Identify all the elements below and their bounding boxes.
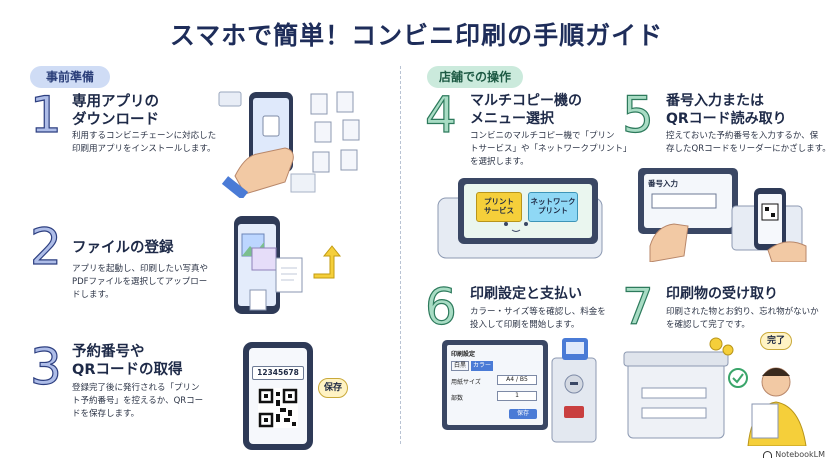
step-6-number: 6 <box>424 278 457 336</box>
step-7-illustration: 完了 <box>620 330 816 446</box>
phone-icon <box>249 92 293 172</box>
network-print-button[interactable]: ネットワーク プリント <box>528 192 578 222</box>
qr-code-icon <box>258 388 298 428</box>
step-2-description: アプリを起動し、印刷したい写真や PDFファイルを選択してアップロー ドします。 <box>72 264 209 301</box>
step-5-number: 5 <box>621 86 654 144</box>
save-settings-button[interactable]: 保存 <box>509 409 537 419</box>
completion-badge: 完了 <box>760 332 792 350</box>
copies-stepper[interactable]: 1 <box>497 391 537 401</box>
section-label-store: 店舗での操作 <box>427 66 523 88</box>
step-1-number: 1 <box>29 86 62 144</box>
number-input-label: 番号入力 <box>648 179 678 188</box>
step-6-title: 印刷設定と支払い <box>470 286 582 302</box>
step-2-illustration <box>234 216 342 314</box>
reservation-number: 12345678 <box>252 366 304 380</box>
step-3-number: 3 <box>29 338 62 396</box>
copies-label: 部数 <box>451 395 464 402</box>
photo-icon <box>241 233 277 271</box>
coin-slot-icon <box>551 338 597 443</box>
step-7-number: 7 <box>621 278 654 336</box>
mono-option[interactable]: 白黒 <box>451 361 469 371</box>
paper-size-label: 用紙サイズ <box>451 379 481 386</box>
step-4-number: 4 <box>424 86 457 144</box>
step-1-description: 利用するコンビニチェーンに対応した 印刷用アプリをインストールします。 <box>72 131 217 155</box>
step-6-illustration: 印刷設定 白黒 カラー 用紙サイズ A4 / B5 部数 1 保存 <box>442 336 600 446</box>
document-icon <box>310 91 360 173</box>
step-3-title: 予約番号や QRコードの取得 <box>72 344 183 379</box>
page-title: スマホで簡単！コンビニ印刷の手順ガイド <box>169 21 664 50</box>
step-4-title: マルチコピー機の メニュー選択 <box>470 93 582 127</box>
step-4-description: コンビニのマルチコピー機で「プリン トサービス」や「ネットワークプリント」 を選… <box>470 131 632 168</box>
step-5-title: 番号入力または QRコード読み取り <box>666 93 787 127</box>
step-4-illustration: プリント サービス ネットワーク プリント <box>432 170 608 264</box>
copier-person-icon <box>623 337 807 446</box>
step-7-description: 印刷された物とお釣り、忘れ物がないか を確認して完了です。 <box>666 307 819 331</box>
footer: NotebookLM <box>763 450 825 459</box>
step-3-phone: 12345678 <box>243 342 313 450</box>
section-label-preparation: 事前準備 <box>30 66 110 88</box>
footer-brand: NotebookLM <box>775 450 825 459</box>
color-option[interactable]: カラー <box>471 361 493 371</box>
print-settings-title: 印刷設定 <box>451 351 476 358</box>
save-badge: 保存 <box>318 378 348 398</box>
step-6-description: カラー・サイズ等を確認し、料金を 投入して印刷を開始します。 <box>470 307 606 331</box>
step-2-number: 2 <box>29 218 62 276</box>
step-5-description: 控えておいた予約番号を入力するか、保 存したQRコードをリーダーにかざします。 <box>666 131 831 155</box>
step-1-illustration <box>218 91 360 198</box>
step-2-title: ファイルの登録 <box>72 240 174 256</box>
kiosk-icon <box>638 168 807 262</box>
paper-size-select[interactable]: A4 / B5 <box>497 375 537 385</box>
print-service-button[interactable]: プリント サービス <box>476 192 522 222</box>
notebooklm-logo-icon <box>763 451 773 458</box>
section-divider <box>400 66 401 444</box>
step-7-title: 印刷物の受け取り <box>666 286 778 302</box>
step-5-illustration: 番号入力 <box>636 166 812 262</box>
step-3-description: 登録完了後に発行される「プリン ト予約番号」を控えるか、QRコー ドを保存します… <box>72 383 204 420</box>
step-1-title: 専用アプリの ダウンロード <box>72 94 159 129</box>
